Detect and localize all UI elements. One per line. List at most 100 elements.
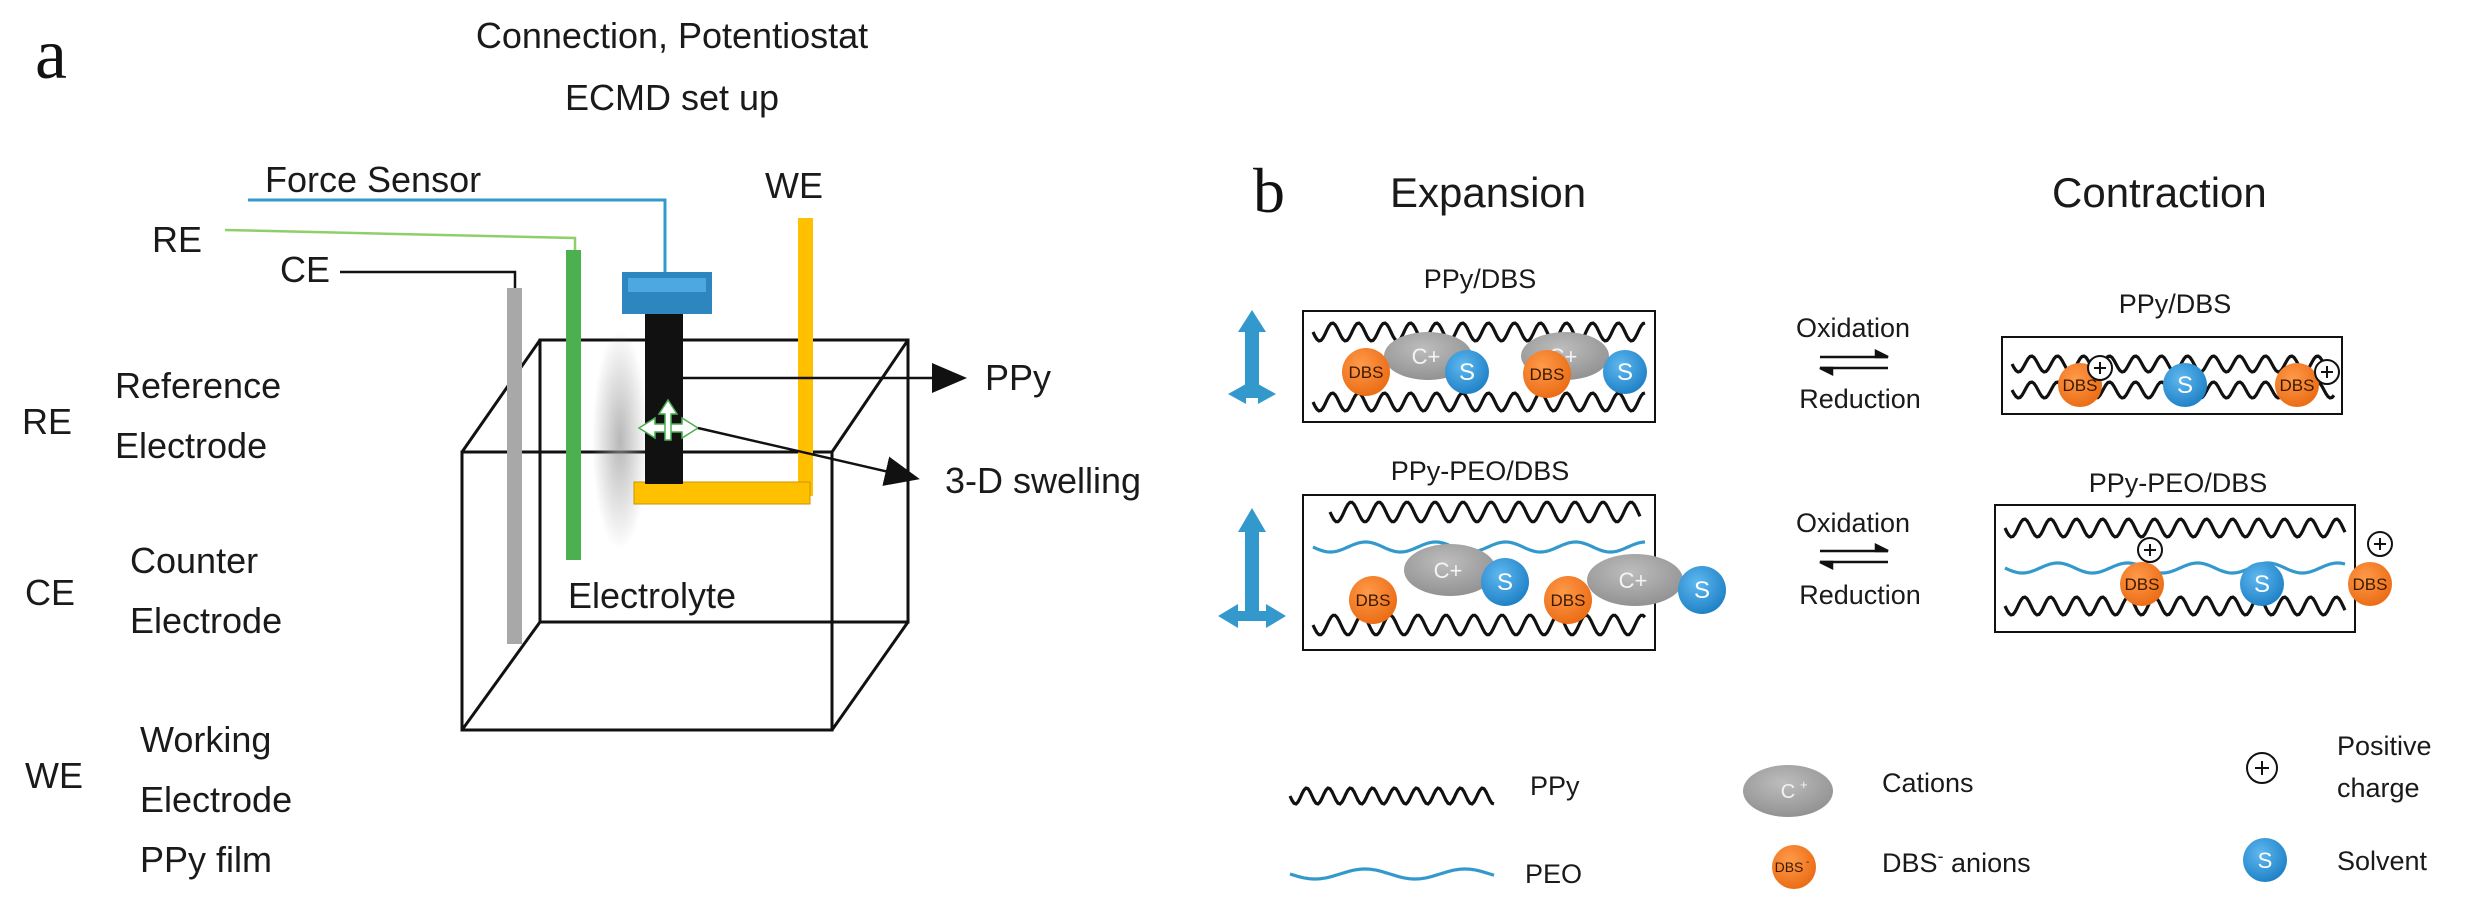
legend-cation-symbol: C + [1743, 765, 1833, 817]
svg-text:S: S [1459, 359, 1475, 386]
legend-we-line3: PPy film [140, 839, 272, 880]
svg-text:S: S [1497, 569, 1513, 596]
legend-we-line1: Working [140, 719, 271, 760]
expansion-heading: Expansion [1390, 169, 1586, 216]
solvent-particle: S [1678, 566, 1726, 614]
svg-text:C+: C+ [1619, 568, 1648, 593]
ppy-chain [1328, 500, 1642, 524]
positive-charge [2314, 359, 2340, 385]
svg-text:S: S [2254, 571, 2270, 598]
re-label: RE [152, 219, 202, 260]
legend-re-line1: Reference [115, 365, 281, 406]
row1-reduction-label: Reduction [1799, 384, 1921, 414]
panel-a: a Connection, Potentiostat ECMD set up F… [22, 14, 1141, 880]
svg-text:DBS: DBS [1775, 859, 1804, 875]
ppy-chain [2003, 595, 2347, 617]
ppy-chain [1311, 321, 1646, 343]
legend-re-line2: Electrode [115, 425, 267, 466]
row1-expansion-title: PPy/DBS [1424, 264, 1537, 294]
panel-a-letter: a [35, 14, 67, 94]
solvent-particle: S [1603, 350, 1647, 394]
legend-solvent-label: Solvent [2337, 846, 2428, 876]
svg-text:DBS: DBS [1530, 365, 1565, 384]
cation-particle: C+ [1587, 554, 1683, 606]
svg-text:DBS- anions: DBS- anions [1882, 846, 2031, 878]
ppy-film [645, 314, 683, 484]
svg-text:DBS: DBS [2063, 376, 2098, 395]
swelling-arrow [697, 426, 920, 486]
electrode-legend: RE Reference Electrode CE Counter Electr… [22, 365, 292, 880]
legend-positive-label-1: Positive [2337, 731, 2432, 761]
legend-solvent-symbol: S [2243, 838, 2287, 882]
svg-text:C+: C+ [1412, 344, 1441, 369]
legend-ppy-wave [1288, 786, 1495, 806]
contraction-heading: Contraction [2052, 169, 2267, 216]
legend-dbs-symbol: DBS - [1772, 845, 1816, 889]
row2-expansion-title: PPy-PEO/DBS [1391, 456, 1570, 486]
positive-charge [2087, 355, 2113, 381]
svg-text:+: + [1800, 777, 1808, 792]
setup-header-line1: Connection, Potentiostat [476, 15, 868, 56]
legend-dbs-anions-label: DBS- anions [1882, 846, 2031, 878]
legend-peo-label: PEO [1525, 859, 1582, 889]
ppy-chain [1311, 613, 1647, 637]
legend-positive-label-2: charge [2337, 773, 2420, 803]
ppy-chain [2003, 517, 2347, 539]
positive-charge [2137, 537, 2163, 563]
electrolyte-container [460, 338, 910, 732]
solvent-particle: S [1481, 558, 1529, 606]
legend-ce-abbr: CE [25, 572, 75, 613]
row1-expansion-arrows-icon [1228, 310, 1276, 404]
legend-positive-charge-symbol [2246, 752, 2278, 784]
dbs-particle: DBS [2120, 562, 2164, 606]
legend-ce-line1: Counter [130, 540, 258, 581]
setup-header-line2: ECMD set up [565, 77, 779, 118]
ce-label: CE [280, 249, 330, 290]
svg-text:DBS: DBS [2125, 575, 2160, 594]
legend-peo-wave [1289, 867, 1495, 881]
legend-ppy-label: PPy [1530, 771, 1580, 801]
legend-cations-label: Cations [1882, 768, 1974, 798]
row1-oxidation-label: Oxidation [1796, 313, 1910, 343]
svg-text:C: C [1781, 781, 1795, 803]
panel-b-letter: b [1253, 155, 1285, 226]
solvent-particle: S [2163, 363, 2207, 407]
cation-particle: C+ [1404, 544, 1496, 596]
solvent-particle: S [2240, 562, 2284, 606]
swelling-arrow-label: 3-D swelling [945, 460, 1141, 501]
reference-electrode [566, 250, 581, 560]
svg-text:S: S [1694, 577, 1710, 604]
row2-reduction-label: Reduction [1799, 580, 1921, 610]
ppy-arrow-label: PPy [985, 357, 1051, 398]
row2-equilibrium-arrows [1819, 542, 1889, 571]
svg-text:DBS: DBS [2353, 575, 2388, 594]
svg-text:DBS: DBS [1349, 363, 1384, 382]
panel-b-legend: PPy PEO C + Cations DBS - DBS- anions Po… [1288, 731, 2432, 889]
svg-text:DBS: DBS [2280, 376, 2315, 395]
dbs-particle: DBS [2275, 363, 2319, 407]
we-label: WE [765, 165, 823, 206]
force-sensor-label: Force Sensor [265, 159, 481, 200]
panel-b: b Expansion Contraction PPy/DBS PPy/DBS … [1218, 155, 2393, 651]
counter-electrode [507, 288, 522, 644]
svg-text:S: S [2258, 848, 2273, 873]
legend-re-abbr: RE [22, 401, 72, 442]
dbs-particle: DBS [2348, 562, 2392, 606]
legend-ce-line2: Electrode [130, 600, 282, 641]
ce-cable [340, 270, 517, 288]
row2-oxidation-label: Oxidation [1796, 508, 1910, 538]
dbs-particle: DBS [1523, 350, 1571, 398]
dbs-particle: DBS [1349, 576, 1397, 624]
row2-expansion-arrows-icon [1218, 508, 1286, 628]
svg-text:DBS: DBS [1356, 591, 1391, 610]
electrolyte-label: Electrolyte [568, 575, 736, 616]
dbs-particle: DBS [1342, 348, 1390, 396]
row1-contraction-title: PPy/DBS [2119, 289, 2232, 319]
peo-chain [2004, 561, 2346, 575]
svg-text:S: S [2177, 372, 2193, 399]
legend-we-line2: Electrode [140, 779, 292, 820]
row2-contraction-title: PPy-PEO/DBS [2089, 468, 2268, 498]
solvent-particle: S [1445, 350, 1489, 394]
svg-text:DBS: DBS [1551, 591, 1586, 610]
